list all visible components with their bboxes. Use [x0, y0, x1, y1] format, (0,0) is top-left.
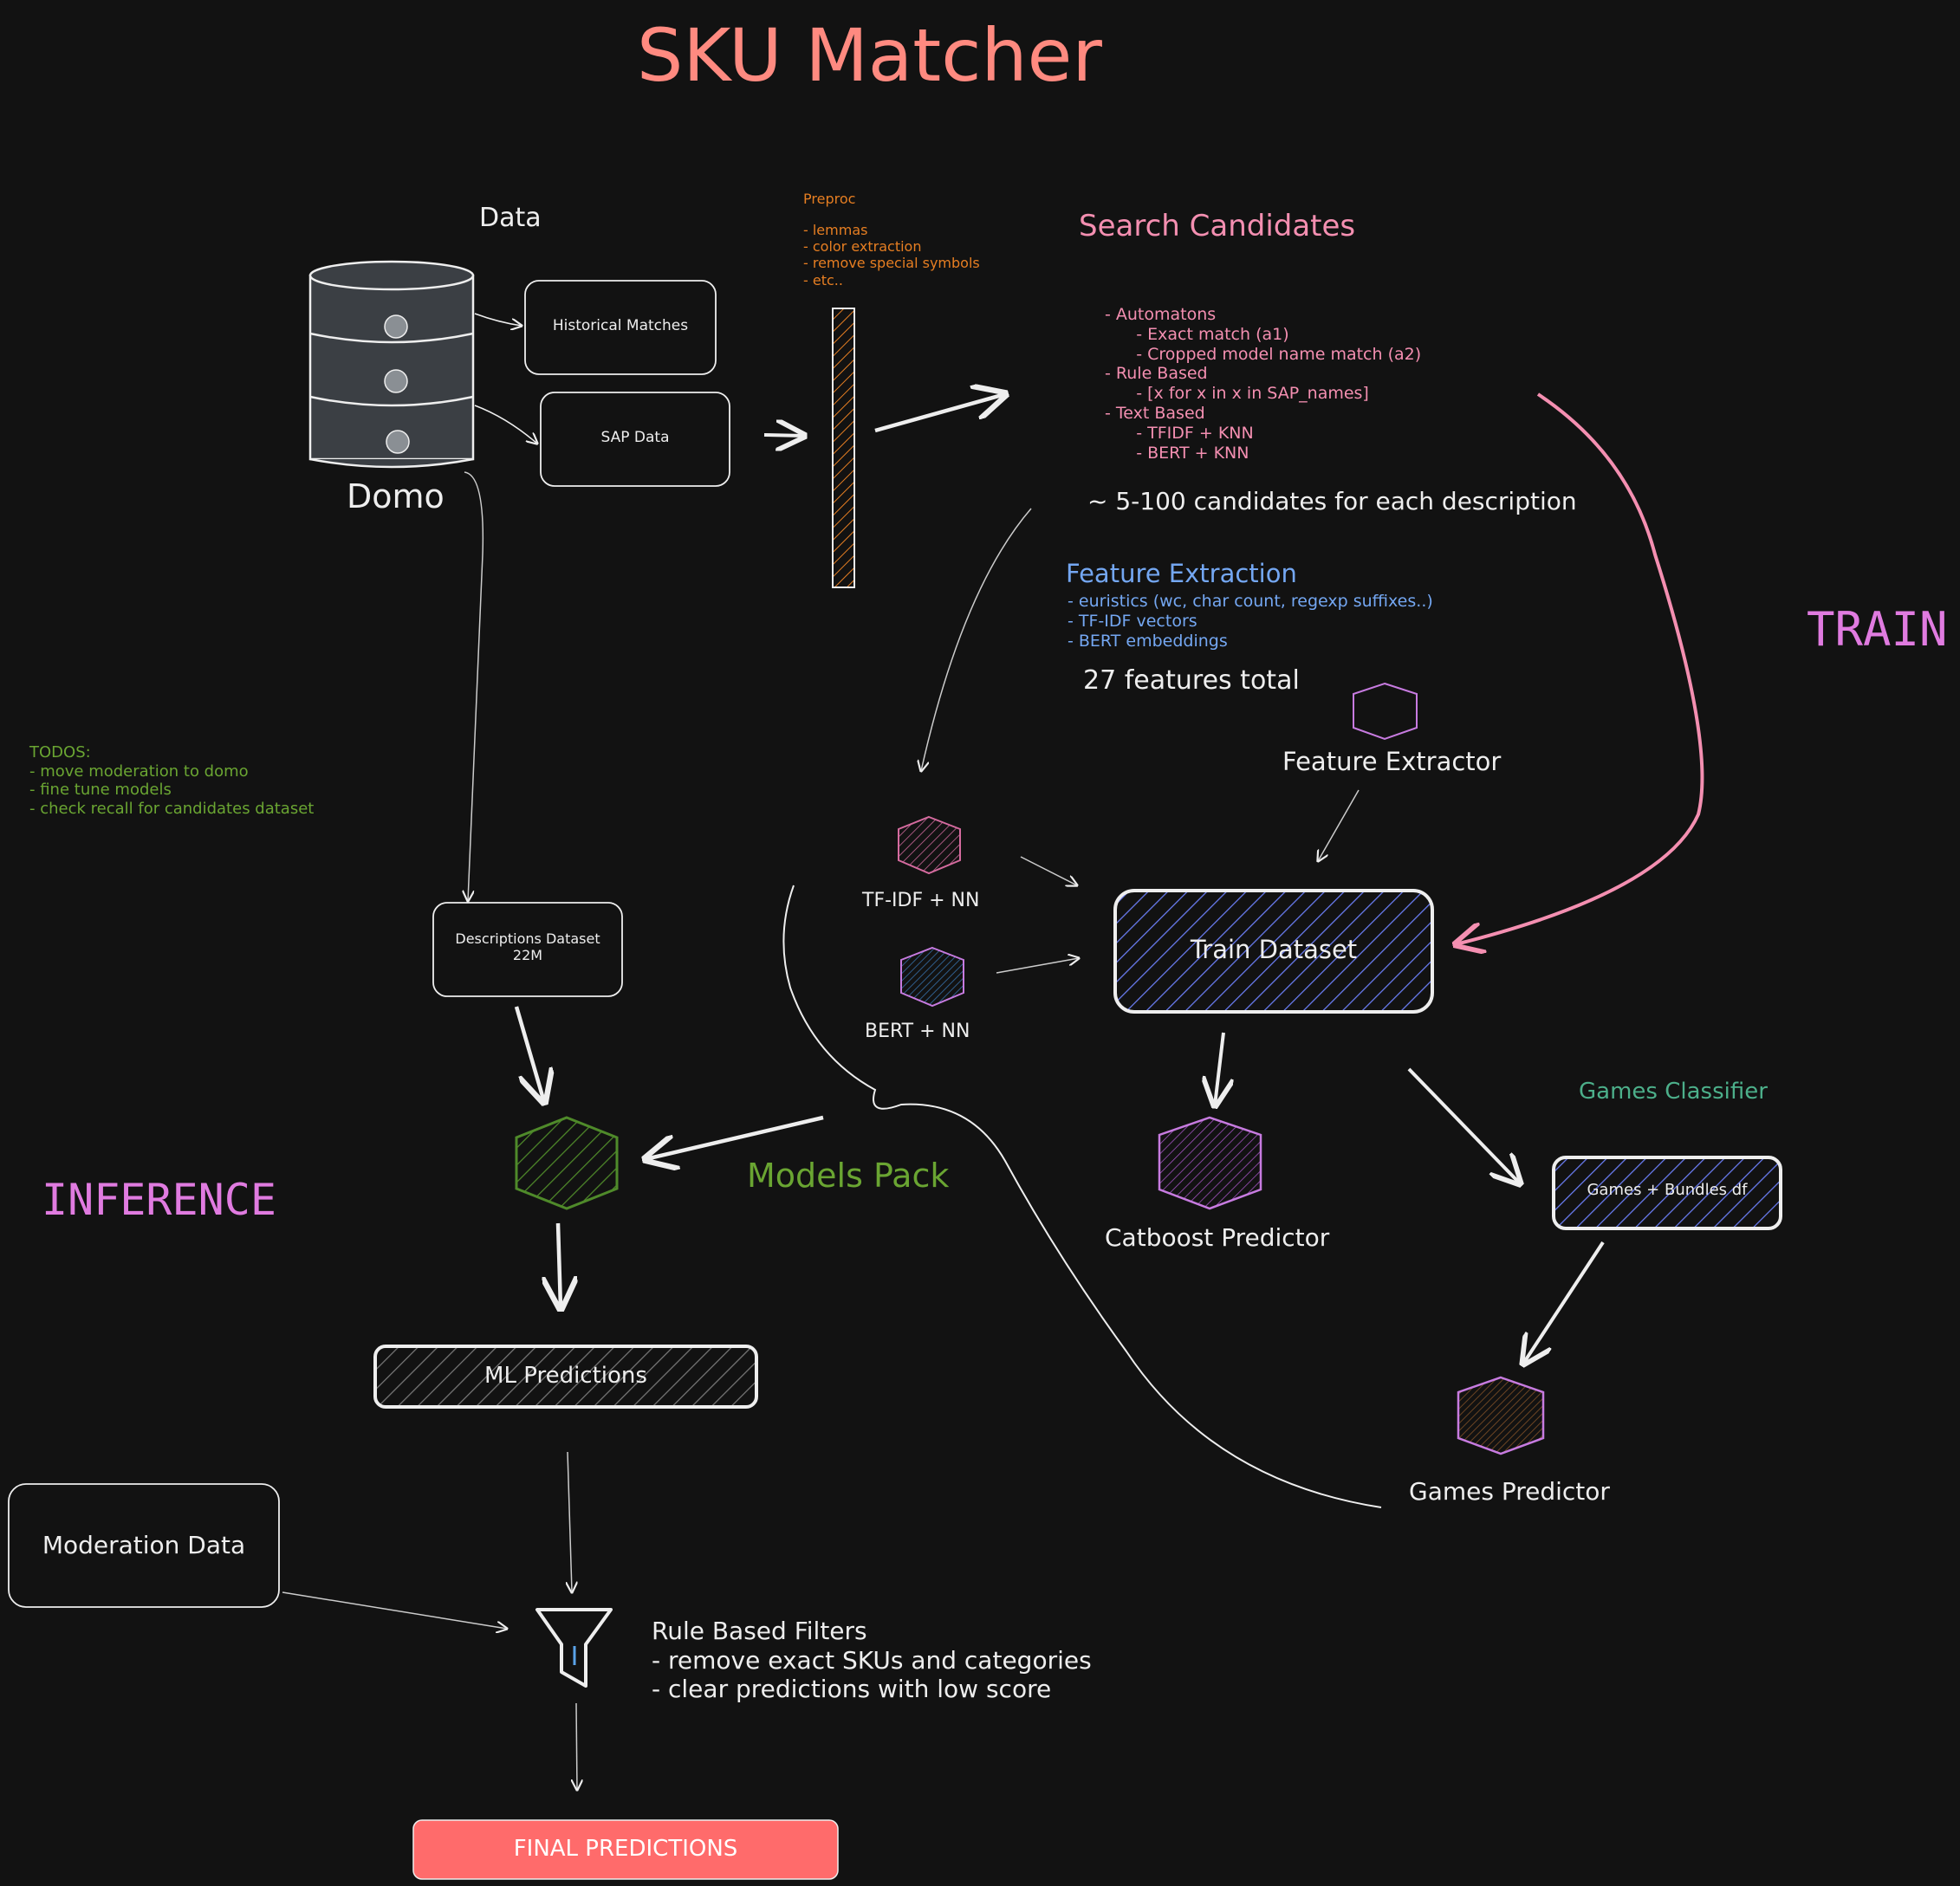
bert-nn-icon[interactable] — [900, 946, 964, 1008]
tfidf-nn-icon[interactable] — [898, 815, 961, 875]
arrow-models-pack-in — [646, 1115, 824, 1159]
data-label: Data — [479, 203, 542, 233]
domo-label: Domo — [347, 477, 445, 515]
ml-predictions-label: ML Predictions — [484, 1363, 647, 1389]
feature-extractor-label: Feature Extractor — [1282, 747, 1502, 776]
games-classifier-label: Games Classifier — [1579, 1079, 1768, 1105]
arrow-bert-train — [996, 958, 1079, 974]
preproc-bar — [832, 308, 855, 588]
features-total: 27 features total — [1083, 665, 1300, 696]
moderation-data-box[interactable] — [8, 1483, 280, 1608]
domo-database-icon — [308, 260, 475, 469]
arrow-search-train — [1456, 392, 1704, 944]
descriptions-dataset-box[interactable] — [432, 902, 623, 997]
arrow-games-predictor — [1523, 1241, 1605, 1364]
preproc-title: Preproc — [803, 191, 856, 207]
feature-extractor-icon — [1353, 682, 1418, 741]
page-title: SKU Matcher — [637, 13, 1102, 98]
arrow-extractor-train — [1318, 789, 1360, 861]
search-candidates-list: - Automatons - Exact match (a1) - Croppe… — [1105, 305, 1422, 463]
train-inference-divider — [782, 885, 1382, 1508]
arrow-filter-final — [576, 1702, 577, 1790]
arrow-train-catboost — [1215, 1032, 1223, 1105]
arrow-train-games — [1407, 1067, 1520, 1183]
bert-nn-label: BERT + NN — [865, 1021, 970, 1042]
arrow-domo-sap — [474, 405, 537, 444]
arrow-search-tfidf — [921, 508, 1032, 771]
arrow-sap-preproc — [763, 435, 804, 436]
catboost-predictor-icon[interactable] — [1158, 1116, 1262, 1210]
arrow-domo-historical — [474, 313, 522, 326]
sap-data-label: SAP Data — [600, 429, 670, 446]
rule-based-filters-label: Rule Based Filters - remove exact SKUs a… — [652, 1617, 1092, 1704]
arrow-ml-filter — [568, 1451, 572, 1592]
final-predictions-box[interactable] — [412, 1819, 839, 1880]
ml-predictions-box[interactable] — [373, 1345, 758, 1409]
search-candidates-title: Search Candidates — [1079, 209, 1356, 243]
sap-data-box[interactable] — [540, 392, 730, 487]
arrow-domo-descriptions — [464, 471, 484, 901]
arrow-preproc-search — [874, 394, 1005, 433]
feature-extraction-list: - euristics (wc, char count, regexp suff… — [1068, 592, 1433, 651]
preproc-items: - lemmas - color extraction - remove spe… — [803, 222, 980, 288]
candidates-summary: ~ 5-100 candidates for each description — [1087, 487, 1577, 515]
games-bundles-label: Games + Bundles df — [1587, 1181, 1748, 1199]
arrow-tfidf-train — [1020, 856, 1077, 885]
feature-extraction-title: Feature Extraction — [1066, 559, 1297, 588]
todos-note: TODOS: - move moderation to domo - fine … — [29, 743, 315, 818]
historical-matches-label: Historical Matches — [552, 317, 689, 334]
models-pack-icon[interactable] — [515, 1116, 619, 1210]
arrow-descriptions-models — [514, 1006, 544, 1102]
models-pack-label: Models Pack — [747, 1157, 950, 1195]
games-bundles-box[interactable] — [1552, 1156, 1782, 1230]
catboost-predictor-label: Catboost Predictor — [1105, 1223, 1330, 1252]
games-predictor-label: Games Predictor — [1409, 1477, 1610, 1506]
train-label: TRAIN — [1807, 602, 1948, 657]
inference-label: INFERENCE — [42, 1175, 276, 1225]
games-predictor-icon[interactable] — [1457, 1376, 1545, 1455]
arrow-moderation-filter — [282, 1591, 507, 1629]
historical-matches-box[interactable] — [524, 280, 717, 375]
descriptions-dataset-label: Descriptions Dataset 22M — [455, 930, 600, 964]
tfidf-nn-label: TF-IDF + NN — [862, 890, 980, 911]
train-dataset-label: Train Dataset — [1190, 935, 1358, 964]
final-predictions-label: FINAL PREDICTIONS — [513, 1836, 738, 1862]
train-dataset-box[interactable] — [1113, 889, 1434, 1014]
moderation-data-label: Moderation Data — [42, 1531, 246, 1559]
filter-funnel-icon — [535, 1608, 613, 1688]
arrow-models-ml — [558, 1222, 561, 1308]
